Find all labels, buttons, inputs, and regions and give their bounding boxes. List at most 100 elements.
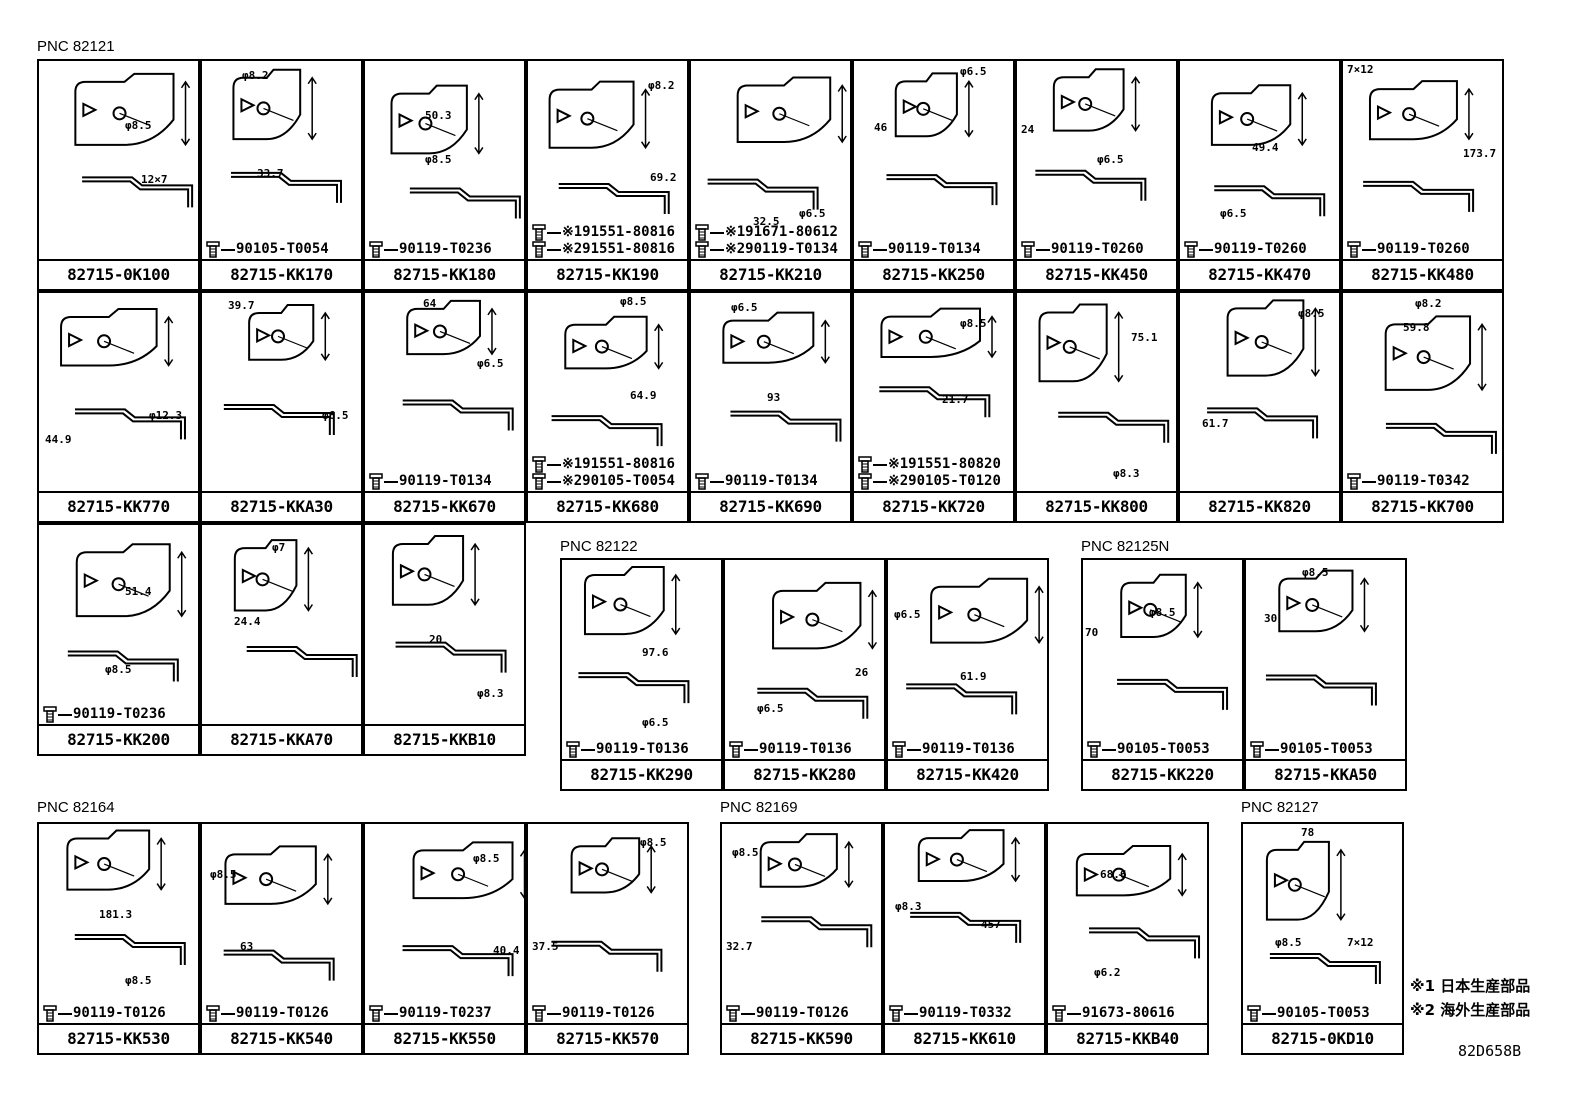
document-id: 82D658B <box>1458 1042 1522 1060</box>
bolt-callout: 90119-T0260 <box>1021 241 1144 258</box>
dimension-label: 75.1 <box>1131 331 1158 344</box>
bolt-icon <box>532 473 546 490</box>
leader-line <box>1102 748 1116 751</box>
dimension-label: 69.2 <box>650 171 677 184</box>
leader-line <box>547 1012 561 1015</box>
leader-line <box>873 248 887 251</box>
leader-line <box>1362 480 1376 483</box>
dimension-label: 181.3 <box>99 908 133 921</box>
leader-line <box>710 248 724 251</box>
part-number: 82715-KK610 <box>885 1023 1044 1053</box>
dimension-label: 21.7 <box>942 393 969 406</box>
pnc-group-title: PNC 82169 <box>720 799 798 816</box>
bolt-icon <box>206 1005 220 1022</box>
bolt-callout: 90119-T0136 <box>566 741 689 758</box>
bracket-drawing <box>707 76 847 210</box>
dimension-label: φ6.2 <box>1094 966 1121 979</box>
part-number: 82715-KK170 <box>202 259 361 289</box>
bolt-callout: 90119-T0260 <box>1347 241 1470 258</box>
bolt-part-number: 90119-T0126 <box>236 1005 329 1021</box>
bolt-part-number: 90105-T0053 <box>1277 1005 1370 1021</box>
bolt-callout: 90119-T0342 <box>1347 473 1470 490</box>
part-number: 82715-0KD10 <box>1243 1023 1402 1053</box>
bolt-callout: 91673-80616 <box>1052 1005 1175 1022</box>
dimension-label: φ8.5 <box>125 974 152 987</box>
dimension-label: φ8.5 <box>1149 606 1176 619</box>
dimension-label: φ8.5 <box>1275 936 1302 949</box>
part-number: 82715-KK200 <box>39 724 198 754</box>
dimension-label: 49.4 <box>1252 141 1279 154</box>
bracket-drawing <box>759 833 873 948</box>
bracket-drawing <box>578 565 690 704</box>
bolt-icon <box>1247 1005 1261 1022</box>
part-number: 82715-KK680 <box>528 491 687 521</box>
bolt-icon <box>1052 1005 1066 1022</box>
dimension-label: φ6.5 <box>1097 153 1124 166</box>
bolt-icon <box>1021 241 1035 258</box>
dimension-label: 24.4 <box>234 615 261 628</box>
part-number: 82715-KK280 <box>725 759 884 789</box>
bolt-icon <box>1347 241 1361 258</box>
part-number: 82715-KK290 <box>562 759 721 789</box>
bracket-drawing <box>1265 569 1377 706</box>
bracket-drawing <box>1207 299 1320 439</box>
bolt-callout: 90119-T0237 <box>369 1005 492 1022</box>
bracket-drawing <box>223 303 335 435</box>
dimension-label: φ8.2 <box>242 69 269 82</box>
bolt-part-number: ※291551-80816 <box>562 241 675 257</box>
bolt-callout: 90105-T0054 <box>206 241 329 258</box>
dimension-label: φ6.5 <box>477 357 504 370</box>
dimension-label: φ7 <box>272 541 286 554</box>
dimension-label: φ8.5 <box>640 836 667 849</box>
bolt-icon <box>206 241 220 258</box>
bolt-part-number: ※290105-T0120 <box>888 473 1001 489</box>
dimension-label: 457 <box>981 918 1001 931</box>
dimension-label: 97.6 <box>642 646 669 659</box>
part-number: 82715-KK570 <box>528 1023 687 1053</box>
leader-line <box>384 248 398 251</box>
bolt-callout: ※191551-80816※290105-T0054 <box>532 456 675 490</box>
bolt-icon <box>532 456 546 473</box>
bolt-icon <box>532 1005 546 1022</box>
part-number: 82715-KK540 <box>202 1023 361 1053</box>
leader-line <box>547 463 561 466</box>
dimension-label: 37.5 <box>532 940 559 953</box>
dimension-label: φ8.5 <box>210 868 237 881</box>
dimension-label: φ8.3 <box>477 687 504 700</box>
bolt-part-number: ※191671-80612 <box>725 224 838 240</box>
